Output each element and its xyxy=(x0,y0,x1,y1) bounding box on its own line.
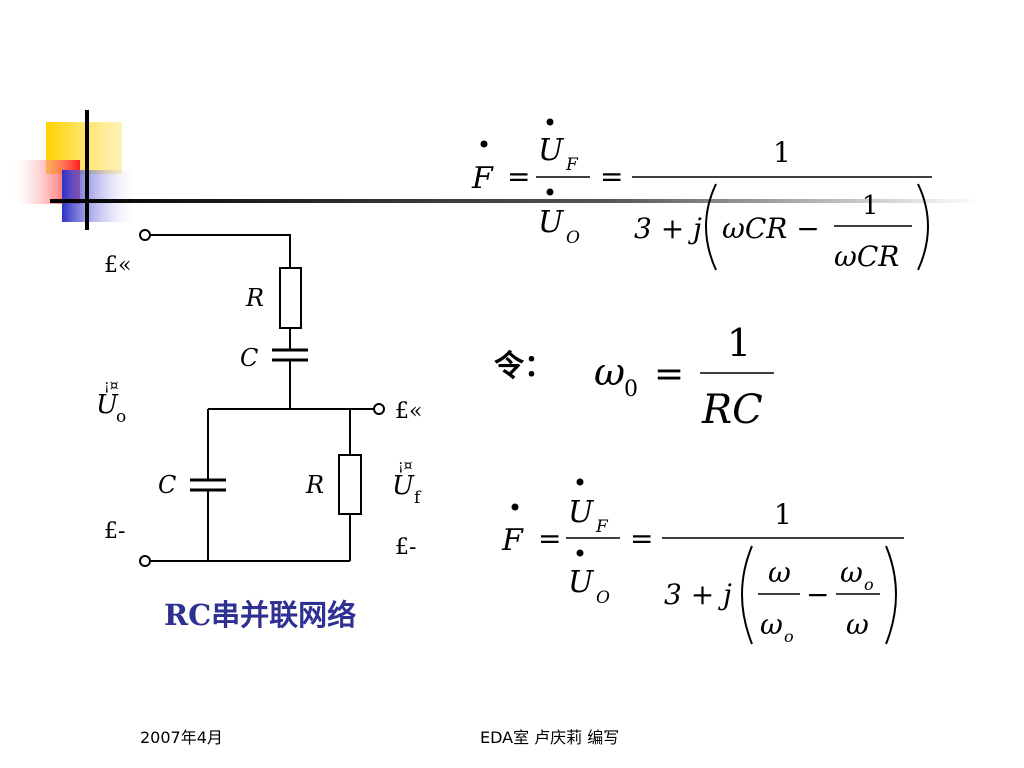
deco-vertical-bar xyxy=(85,110,89,230)
eq3-rhs-numerator: 1 xyxy=(774,498,792,531)
label-top-right-terminal: £« xyxy=(395,399,422,424)
footer-date: 2007年4月 xyxy=(140,728,223,747)
eq1-inner-frac-num: 1 xyxy=(862,191,879,221)
eq2-denominator: RC xyxy=(701,387,763,433)
resistor-series xyxy=(279,267,302,329)
equation-transfer-function: F = U F U O = 1 3 + j ωCR − 1 ωCR xyxy=(471,118,932,273)
eq2-prefix: 令： xyxy=(494,349,554,384)
label-bottom-right-terminal: £- xyxy=(395,535,416,560)
eq2-equals: = xyxy=(654,354,684,395)
label-garbled-mark-right: ¡¤ xyxy=(398,458,413,474)
eq2-omega-subscript: 0 xyxy=(624,377,638,402)
circuit-labels: £« R C ¡¤ U o £« ¡¤ C R U f £- £- xyxy=(96,253,422,560)
eq3-lhs: F xyxy=(501,523,524,558)
label-resistor-series: R xyxy=(245,284,264,312)
label-garbled-mark-left: ¡¤ xyxy=(104,378,119,394)
label-capacitor-parallel: C xyxy=(158,471,176,499)
circuit-caption: RC串并联网络 xyxy=(164,598,357,632)
dot-over-F-1 xyxy=(480,140,488,148)
eq3-equals-2: = xyxy=(630,522,653,555)
eq3-frac2-num-sub: o xyxy=(864,575,874,594)
resistor-parallel xyxy=(338,454,362,515)
header-decoration xyxy=(14,110,980,230)
dot-over-UO-2 xyxy=(576,549,584,557)
eq3-frac1-num: ω xyxy=(768,556,791,589)
equation-omega0: 令： ω 0 = 1 RC xyxy=(494,321,774,433)
wire-top xyxy=(150,234,291,268)
eq2-omega: ω xyxy=(594,350,625,394)
eq3-minus: − xyxy=(806,578,829,611)
dot-over-UF-2 xyxy=(576,478,584,486)
eq1-den-symbol: U xyxy=(538,205,565,240)
eq1-right-paren xyxy=(917,183,929,271)
eq3-right-paren xyxy=(885,545,897,645)
deco-horizontal-line xyxy=(50,199,980,203)
terminal-bottom-left xyxy=(139,555,151,567)
eq1-left-paren xyxy=(705,183,717,271)
eq3-equals-1: = xyxy=(538,522,561,555)
eq3-frac1-den-sub: o xyxy=(784,627,794,646)
equation-transfer-function-normalized: F = U F U O = 1 3 + j ω ω o − ω o ω xyxy=(501,478,904,646)
eq3-den-subscript: O xyxy=(596,588,610,608)
eq3-rhs-den-prefix: 3 + j xyxy=(664,578,732,611)
label-bottom-left-terminal: £- xyxy=(104,519,125,544)
rc-circuit xyxy=(139,229,385,567)
eq3-frac1-den: ω xyxy=(760,608,783,641)
eq3-num-subscript: F xyxy=(595,517,609,537)
eq1-equals-2: = xyxy=(600,160,623,193)
label-capacitor-series: C xyxy=(240,344,258,372)
label-resistor-parallel: R xyxy=(305,471,324,499)
dot-over-UO-1 xyxy=(546,188,554,196)
eq1-inner-term: ωCR − xyxy=(722,212,820,245)
label-input-voltage-subscript: o xyxy=(116,407,126,427)
label-top-left-terminal: £« xyxy=(104,253,131,278)
eq3-den-symbol: U xyxy=(568,565,595,600)
eq3-left-paren xyxy=(741,545,753,645)
label-input-voltage: U xyxy=(96,390,119,420)
dot-over-UF-1 xyxy=(546,118,554,126)
eq1-num-symbol: U xyxy=(538,133,565,168)
terminal-top-left xyxy=(139,229,151,241)
eq3-frac2-den: ω xyxy=(846,608,869,641)
deco-blue-block xyxy=(62,170,140,222)
eq1-den-subscript: O xyxy=(566,228,580,248)
eq1-lhs: F xyxy=(471,161,494,196)
terminal-right xyxy=(373,403,385,415)
dot-over-F-2 xyxy=(511,503,519,511)
eq1-inner-frac-den: ωCR xyxy=(834,240,899,273)
eq1-rhs-numerator: 1 xyxy=(773,136,791,169)
eq2-numerator: 1 xyxy=(727,321,751,365)
label-output-voltage-subscript: f xyxy=(414,488,422,508)
eq1-num-subscript: F xyxy=(565,155,579,175)
label-output-voltage: U xyxy=(392,471,415,501)
eq3-frac2-num: ω xyxy=(840,556,863,589)
eq1-rhs-den-prefix: 3 + j xyxy=(634,212,702,245)
eq3-num-symbol: U xyxy=(568,495,595,530)
eq1-equals-1: = xyxy=(507,160,530,193)
footer-author: EDA室 卢庆莉 编写 xyxy=(480,728,620,747)
